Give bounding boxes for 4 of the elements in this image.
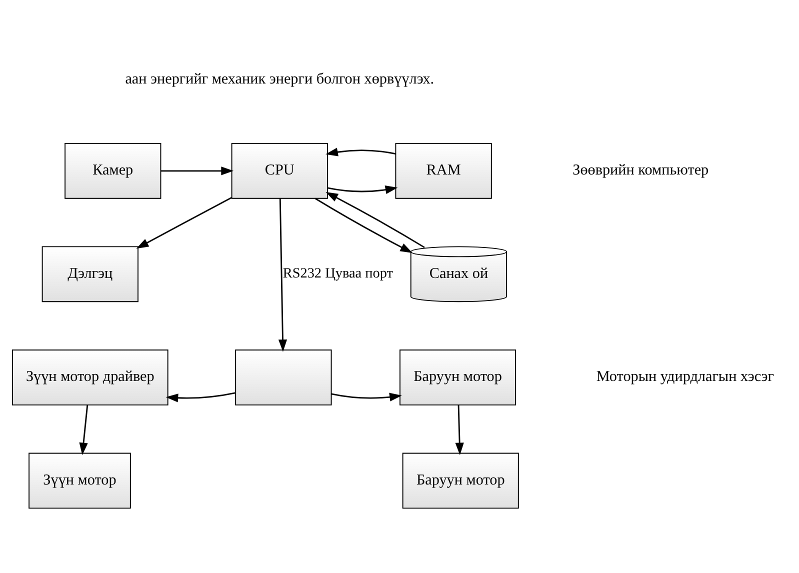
label: Моторын удирдлагын хэсэг [596,368,774,386]
label: Зөөврийн компьютер [572,162,709,179]
label: аан энергийг механик энерги болгон хөрвүүлэх. [125,70,434,88]
edge-label: RS232 Цуваа порт [282,266,393,282]
